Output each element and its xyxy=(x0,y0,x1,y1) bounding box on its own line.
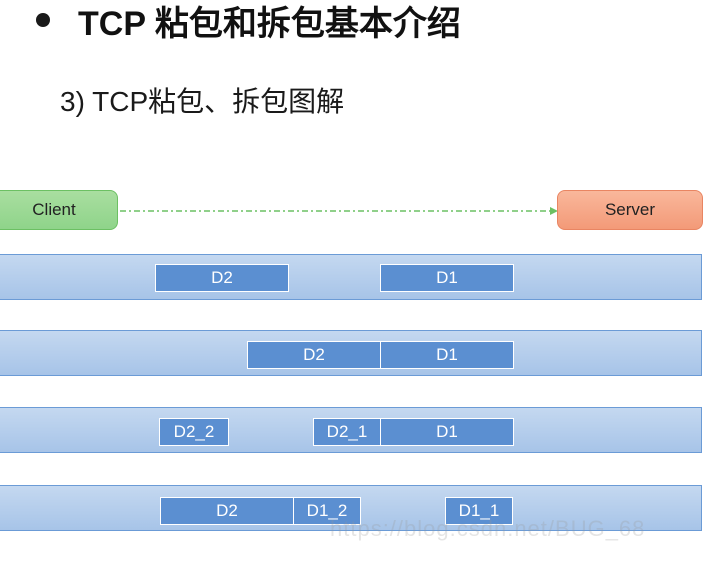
packet-d2: D2 xyxy=(160,497,294,525)
lane-4: D2 D1_2 D1_1 xyxy=(0,485,702,531)
packet-d1: D1 xyxy=(380,418,514,446)
bullet-dot xyxy=(36,13,50,27)
packet-d2: D2 xyxy=(247,341,381,369)
lane-3: D2_2 D2_1 D1 xyxy=(0,407,702,453)
packet-d1: D1 xyxy=(380,264,514,292)
packet-d2-2: D2_2 xyxy=(159,418,229,446)
packet-d2-1: D2_1 xyxy=(313,418,381,446)
packet-d1: D1 xyxy=(380,341,514,369)
title-row: TCP 粘包和拆包基本介绍 xyxy=(36,0,461,43)
arrow-head xyxy=(550,207,558,215)
server-node: Server xyxy=(557,190,703,230)
slide-title: TCP 粘包和拆包基本介绍 xyxy=(78,4,461,43)
client-node: Client xyxy=(0,190,118,230)
packet-d2: D2 xyxy=(155,264,289,292)
watermark: https://blog.csdn.net/BUG_68 xyxy=(330,516,646,541)
packet-d1-1: D1_1 xyxy=(445,497,513,525)
packet-d1-2: D1_2 xyxy=(293,497,361,525)
lane-1: D2 D1 xyxy=(0,254,702,300)
slide-subtitle: 3) TCP粘包、拆包图解 xyxy=(60,86,345,117)
lane-2: D2 D1 xyxy=(0,330,702,376)
